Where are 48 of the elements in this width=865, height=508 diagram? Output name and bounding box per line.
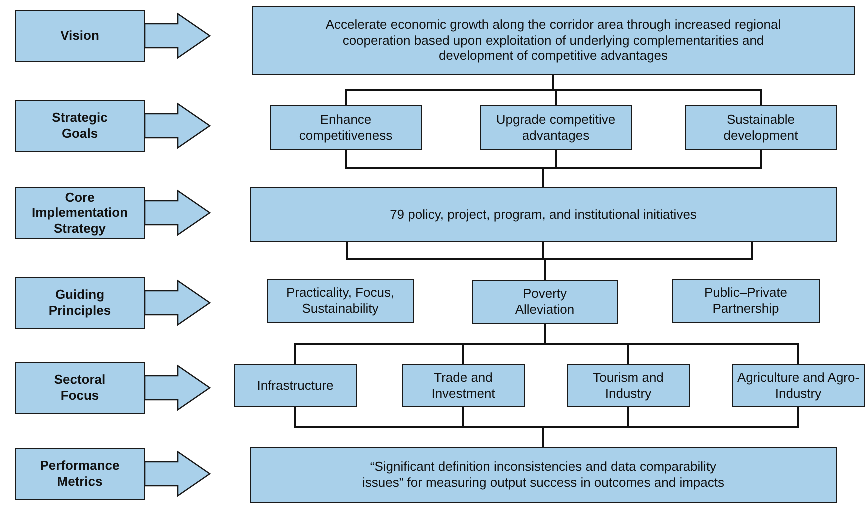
stage-label-box	[15, 10, 145, 62]
stage-label-box	[15, 187, 145, 239]
connector-line	[542, 407, 800, 447]
box-text: Core Implementation Strategy	[32, 190, 128, 236]
box-text: Poverty Alleviation	[514, 286, 576, 318]
content-box	[250, 187, 837, 242]
stage-label-box	[15, 362, 145, 414]
box-text: Sectoral Focus	[53, 372, 107, 404]
block-arrow	[144, 280, 212, 326]
content-box	[270, 105, 422, 150]
box-text: Practicality, Focus, Sustainability	[285, 285, 396, 317]
block-arrow	[144, 12, 212, 60]
content-box	[250, 447, 837, 503]
stage-label-box	[15, 100, 145, 152]
box-text: 79 policy, project, program, and institutional initiatives	[390, 206, 697, 222]
box-text: Tourism and Industry	[592, 370, 665, 402]
box-text: Accelerate economic growth along the corridor area through increased regional cooperation based upon exploitation of underlying complementarities and development of competitive advantages	[324, 17, 782, 64]
connector-line	[544, 324, 800, 364]
content-box	[234, 364, 357, 407]
content-box	[402, 364, 525, 407]
stage-label-box	[15, 277, 145, 329]
content-box	[567, 364, 690, 407]
box-text: Infrastructure	[257, 378, 334, 394]
block-arrow	[144, 450, 212, 498]
box-text: Vision	[60, 28, 100, 44]
content-box	[672, 279, 820, 323]
content-box	[267, 279, 414, 323]
content-box	[480, 105, 632, 150]
content-box	[472, 280, 618, 324]
stage-label-box	[15, 448, 145, 500]
box-text: Guiding Principles	[48, 287, 112, 319]
box-text: Trade and Investment	[430, 370, 496, 402]
box-text: Public–Private Partnership	[703, 285, 789, 317]
box-text: Upgrade competitive advantages	[495, 112, 617, 144]
block-arrow	[144, 190, 212, 236]
content-box	[252, 6, 855, 75]
block-arrow	[144, 102, 212, 150]
content-box	[685, 105, 837, 150]
box-text: Performance Metrics	[39, 458, 121, 490]
box-text: Sustainable development	[722, 112, 800, 144]
block-arrow	[144, 364, 212, 412]
content-box	[732, 364, 865, 407]
box-text: Strategic Goals	[51, 110, 109, 142]
connector-line	[542, 150, 762, 187]
connector-line	[542, 242, 546, 280]
box-text: Enhance competitiveness	[298, 112, 394, 144]
box-text: “Significant definition inconsistencies and data comparability issues” for measuring output success in outcomes and impacts	[361, 459, 726, 491]
box-text: Agriculture and Agro-Industry	[737, 370, 860, 402]
